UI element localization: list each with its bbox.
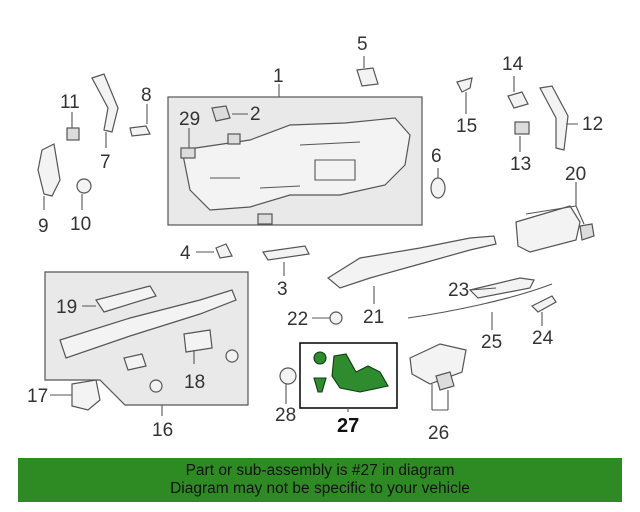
part-27-clip-a [313, 351, 327, 365]
part-21-rail [326, 235, 497, 289]
part-12-trim [539, 85, 569, 151]
callout-25: 25 [481, 332, 502, 353]
part-18-bracket [183, 329, 213, 353]
part-20-clip [579, 223, 595, 241]
callout-1: 1 [273, 66, 284, 87]
callout-26: 26 [428, 423, 449, 444]
callout-15: 15 [456, 116, 477, 137]
callout-18: 18 [184, 372, 205, 393]
part-info-banner: Part or sub-assembly is #27 in diagram D… [18, 458, 622, 502]
part-1-trim-panel [181, 117, 411, 211]
part-16-beam [59, 289, 237, 359]
part-6-cap [430, 177, 446, 199]
part-10-nut [76, 178, 92, 194]
part-14-pad [507, 91, 529, 109]
callout-13: 13 [510, 154, 531, 175]
part-1-clip-b [257, 213, 273, 225]
callout-21: 21 [363, 307, 384, 328]
callout-3: 3 [277, 279, 288, 300]
callout-19: 19 [56, 297, 77, 318]
part-8-screw [129, 125, 151, 137]
part-19-bracket [95, 285, 157, 313]
callout-4: 4 [180, 243, 191, 264]
callout-12: 12 [582, 114, 603, 135]
part-26-socket [435, 371, 455, 391]
callout-24: 24 [532, 328, 554, 349]
part-16-bolt-a [149, 379, 163, 393]
callout-10: 10 [70, 214, 91, 235]
part-11-clip [66, 127, 80, 141]
callout-16: 16 [152, 420, 173, 441]
callout-6: 6 [431, 146, 442, 167]
callout-5: 5 [357, 34, 368, 55]
part-2-clip [211, 105, 231, 122]
part-5-bracket [356, 67, 379, 87]
part-20-panel [515, 205, 581, 253]
part-26-lamp [409, 343, 467, 385]
part-16-mount [123, 353, 147, 371]
callout-8: 8 [141, 85, 152, 106]
callout-7: 7 [100, 152, 111, 173]
part-25-molding [407, 283, 553, 319]
part-16-bolt-b [225, 349, 239, 363]
part-29-clip [180, 147, 196, 159]
callout-11: 11 [60, 92, 80, 113]
callout-27: 27 [337, 415, 359, 437]
callout-23: 23 [448, 280, 469, 301]
parts-diagram: 1 2 3 4 5 6 7 8 9 10 11 12 13 14 15 16 1… [27, 34, 603, 444]
part-4-clip [215, 243, 233, 259]
callout-22: 22 [287, 309, 308, 330]
part-1-panel-detail [210, 141, 361, 189]
part-3-strip [262, 245, 310, 261]
part-15-clip [456, 77, 473, 93]
part-28-grommet [279, 367, 297, 385]
callout-29: 29 [179, 109, 200, 130]
banner-line-part: Part or sub-assembly is #27 in diagram [185, 462, 455, 479]
part-9-panel [37, 143, 61, 197]
part-13-clip [514, 121, 530, 135]
leader-lines [43, 56, 585, 416]
banner-line-disclaimer: Diagram may not be specific to your vehi… [170, 480, 470, 497]
part-7-bracket [91, 73, 119, 133]
part-1-clip-a [227, 133, 241, 145]
part-23-strip [468, 277, 535, 299]
part-17-panel [71, 379, 101, 411]
part-27-guard [331, 353, 389, 393]
part-27-clip-b [313, 377, 327, 393]
part-22-bolt [329, 311, 343, 325]
part-24-strip [530, 295, 557, 313]
callout-14: 14 [502, 54, 524, 75]
callout-20: 20 [565, 164, 586, 185]
callout-9: 9 [38, 216, 49, 237]
callout-17: 17 [27, 386, 48, 407]
callout-2: 2 [250, 104, 261, 125]
callout-28: 28 [275, 405, 296, 426]
